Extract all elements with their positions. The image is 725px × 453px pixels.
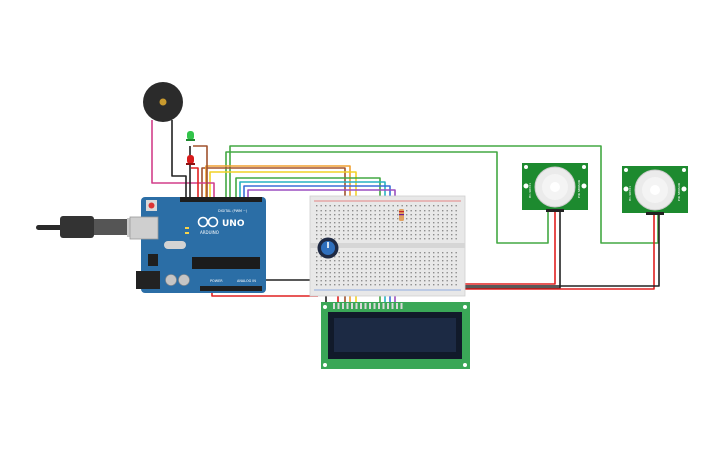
- piezo-buzzer[interactable]: [143, 82, 183, 122]
- resistor[interactable]: [399, 209, 404, 221]
- arduino-uno-board[interactable]: UNO ARDUINO DIGITAL (PWM ~) ANALOG IN PO…: [129, 197, 266, 293]
- arduino-brand-label: UNO: [222, 219, 245, 229]
- wire-red-pir1[interactable]: [462, 212, 556, 285]
- arduino-power-label: POWER: [210, 279, 223, 283]
- led-red[interactable]: [186, 155, 195, 165]
- lcd-screen: [334, 318, 456, 352]
- pir-sensor-2[interactable]: HC-SR501 PIR SENSOR: [622, 166, 688, 215]
- wire-brown-led[interactable]: [193, 145, 208, 197]
- lcd-pins: [333, 303, 403, 309]
- arduino-analog-label: ANALOG IN: [237, 279, 256, 283]
- wire-black-pir1[interactable]: [451, 200, 561, 289]
- potentiometer[interactable]: [317, 237, 339, 259]
- pir1-label-left: HC-SR501: [528, 183, 532, 198]
- wire-green-pir2[interactable]: [229, 145, 659, 244]
- wire-red-pir2[interactable]: [462, 215, 655, 290]
- pir1-label-right: PIR SENSOR: [577, 180, 581, 198]
- lcd-display[interactable]: [321, 302, 470, 369]
- arduino-digital-label: DIGITAL (PWM ~): [218, 209, 248, 213]
- wires: [151, 120, 660, 302]
- arduino-sub-label: ARDUINO: [200, 230, 219, 235]
- wire-red-led[interactable]: [191, 167, 199, 197]
- pir2-label-left: HC-SR501: [628, 186, 632, 201]
- wire-green-pir1[interactable]: [225, 151, 549, 244]
- arduino-logo-icon: [197, 216, 219, 228]
- wire-black-pir2[interactable]: [452, 215, 660, 287]
- pir-sensor-1[interactable]: HC-SR501 PIR SENSOR: [522, 163, 588, 212]
- breadboard-holes: [316, 205, 457, 286]
- led-green[interactable]: [186, 131, 195, 141]
- pir2-label-right: PIR SENSOR: [677, 183, 681, 201]
- wire-pink-buzzer[interactable]: [151, 120, 215, 197]
- wire-black-buzzer[interactable]: [171, 120, 187, 197]
